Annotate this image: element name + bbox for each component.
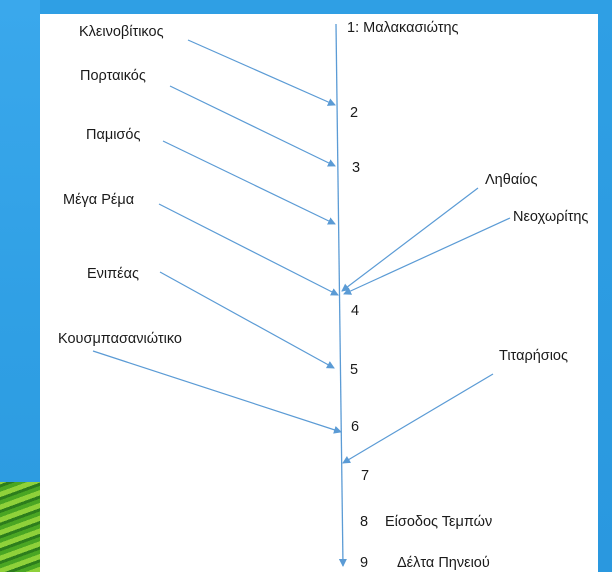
tributary-label: Ενιπέας — [87, 266, 139, 282]
arrow-pamisos — [162, 140, 336, 225]
source-label: 1: Μαλακασιώτης — [347, 20, 459, 36]
node-number: 3 — [352, 160, 360, 176]
field-decoration — [0, 482, 40, 572]
tributary-label: Πορταικός — [80, 68, 146, 84]
left-frame — [0, 0, 40, 572]
arrow-neochoritis — [343, 217, 511, 295]
node-description: Δέλτα Πηνειού — [397, 555, 490, 571]
tributary-label: Κλεινοβίτικος — [79, 24, 164, 40]
node-number: 9 — [360, 555, 368, 571]
tributary-label: Παμισός — [86, 127, 140, 143]
arrow-mega-rema — [158, 203, 339, 296]
arrow-kleinovitikos — [187, 39, 336, 106]
top-frame — [0, 0, 612, 14]
arrow-kousmpasaniotiko — [92, 350, 342, 434]
diagram-panel — [40, 14, 598, 572]
node-number: 5 — [350, 362, 358, 378]
tributary-label: Ληθαίος — [485, 172, 537, 188]
tributary-label: Τιταρήσιος — [499, 348, 568, 364]
tributary-label: Νεοχωρίτης — [513, 209, 588, 225]
right-frame — [598, 0, 612, 572]
arrow-enipeas — [159, 271, 335, 369]
tributary-label: Μέγα Ρέμα — [63, 192, 134, 208]
node-number: 6 — [351, 419, 359, 435]
main-river-line — [335, 23, 347, 567]
node-description: Είσοδος Τεμπών — [385, 514, 492, 530]
node-number: 4 — [351, 303, 359, 319]
node-number: 7 — [361, 468, 369, 484]
node-number: 2 — [350, 105, 358, 121]
arrow-titarisios — [342, 373, 494, 464]
tributary-label: Κουσμπασανιώτικο — [58, 331, 182, 347]
arrow-lithaios — [341, 187, 479, 292]
arrow-portaikos — [169, 85, 336, 167]
node-number: 8 — [360, 514, 368, 530]
